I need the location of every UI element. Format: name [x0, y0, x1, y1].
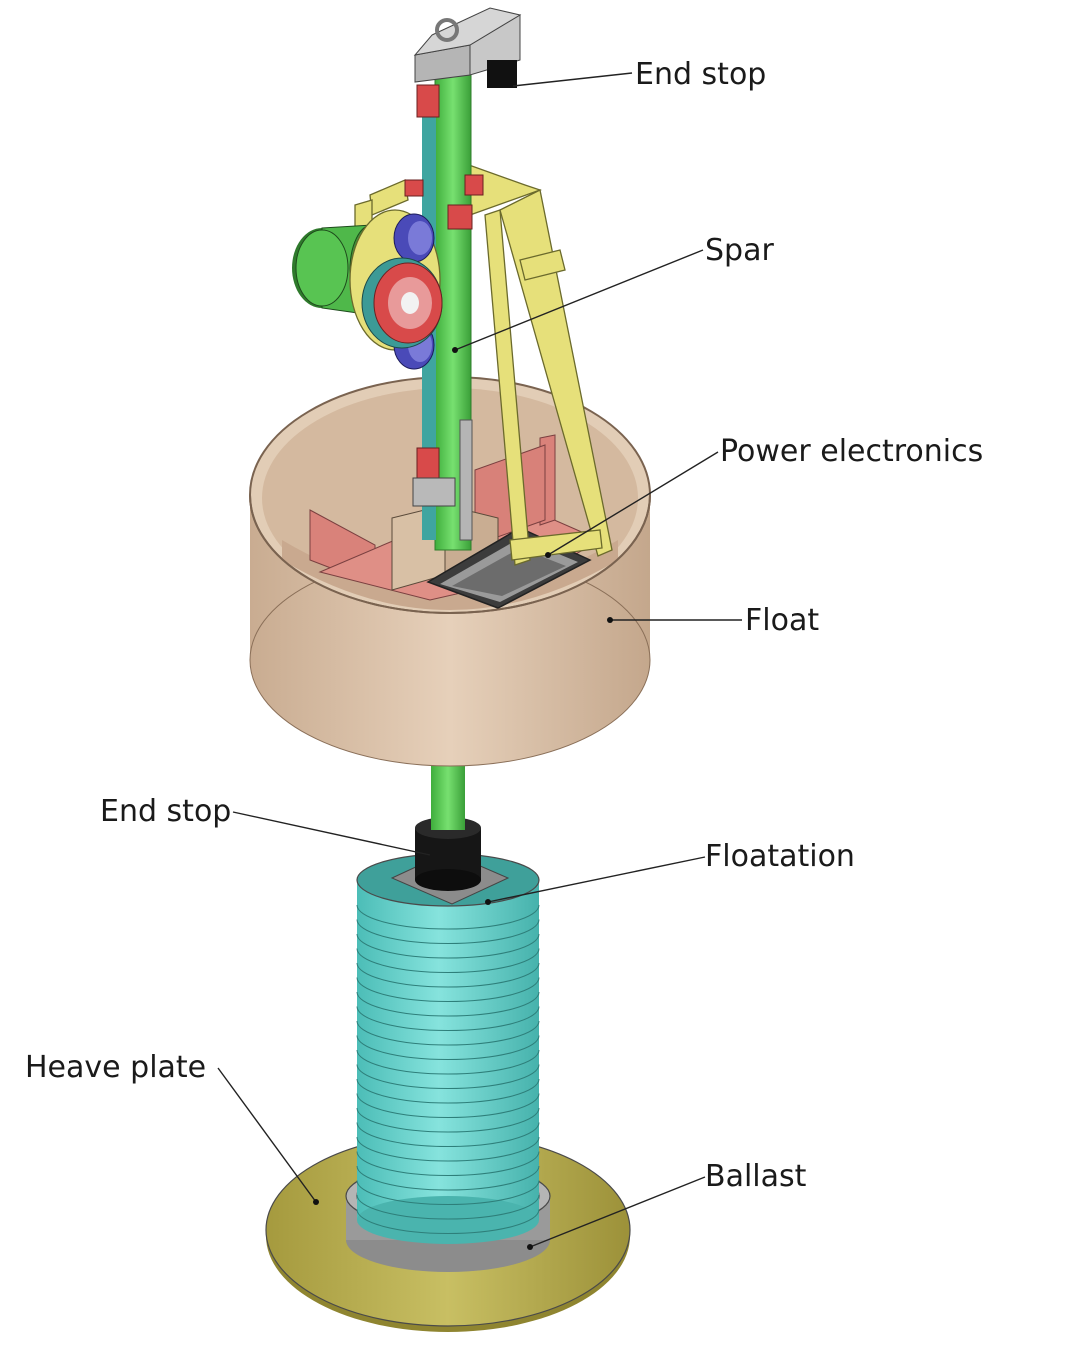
floatation-ring — [356, 1107, 540, 1133]
label-power-electronics: Power electronics — [720, 434, 984, 469]
floatation-ring — [356, 991, 540, 1017]
pulley — [361, 257, 443, 349]
floatation-ring — [356, 1078, 540, 1104]
end-stop-top — [413, 7, 522, 88]
floatation-ring — [356, 1006, 540, 1031]
floatation-ring — [356, 1180, 540, 1205]
floatation-ring — [356, 1035, 540, 1060]
label-end-stop-bottom: End stop — [100, 794, 232, 829]
floatation-ring — [356, 1151, 540, 1176]
floatation-ring — [356, 948, 540, 973]
label-spar: Spar — [705, 233, 774, 268]
floatation-ring — [356, 919, 540, 944]
floatation-rings — [356, 904, 540, 1234]
floatation-ring — [356, 1122, 540, 1147]
floatation-ring — [356, 1194, 540, 1220]
floatation-ring — [356, 1020, 540, 1046]
roller-top — [393, 213, 435, 263]
floatation-ring — [356, 904, 540, 930]
leader-lines — [217, 72, 742, 1250]
label-floatation: Floatation — [705, 839, 855, 874]
floatation-ring — [356, 1093, 540, 1118]
floatation-ring — [356, 962, 540, 988]
floatation-ring — [356, 933, 540, 959]
floatation-ring — [356, 1049, 540, 1075]
floatation-ring — [356, 1209, 540, 1234]
floatation — [356, 851, 540, 1244]
floatation-ring — [356, 1136, 540, 1162]
label-heave-plate: Heave plate — [25, 1050, 207, 1085]
floatation-ring — [356, 1165, 540, 1191]
support-frame — [354, 158, 613, 566]
floatation-ring — [356, 977, 540, 1002]
floatation-ring — [356, 1064, 540, 1089]
label-ballast: Ballast — [705, 1159, 807, 1194]
label-end-stop-top: End stop — [635, 57, 767, 92]
label-float: Float — [745, 603, 820, 638]
